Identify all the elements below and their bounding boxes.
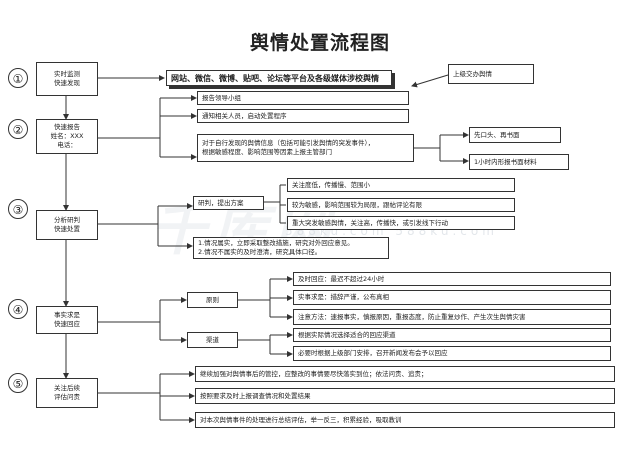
step3-analyze-box: 分析研判快速处置	[36, 210, 98, 240]
channel-press-box: 必要时根据上级部门安排，召开新闻发布会予以回应	[293, 346, 611, 361]
principle-box: 原则	[187, 292, 238, 308]
step5-follow-box: 关注后续评估问责	[36, 378, 98, 408]
superior-box: 上级交办舆情	[448, 64, 534, 84]
channel-choose-box: 根据实际情况选择适合的回应渠道	[293, 328, 611, 342]
level-medium-box: 较为敏感，影响范围较为局限，跟帖评论有限	[287, 198, 515, 212]
followup-control-box: 继续加强对舆情事后的管控，应整改的事情要尽快落实到位；依法问责、追责；	[195, 366, 615, 382]
measures-box: 1.情况属实，立即采取整改措施，研究对外回应意见。2.情况不属实的及时澄清，研究…	[193, 237, 389, 259]
level-low-box: 关注度低，传播慢、范围小	[287, 178, 515, 192]
notify-staff-box: 通知相关人员，启动处置程序	[197, 109, 409, 123]
principle-timely-box: 及时回应：最迟不超过24小时	[293, 272, 611, 286]
level-high-box: 重大突发敏感舆情，关注高，传播快，或引发线下行动	[287, 216, 515, 230]
step-1-marker: ①	[8, 68, 28, 88]
platforms-box: 网站、微信、微博、贴吧、论坛等平台及各级媒体涉校舆情	[166, 70, 392, 86]
report-content-box: 对于自行发现的舆情信息（包括可能引发舆情的突发事件），根据敏感程度、影响范围等因…	[197, 134, 414, 162]
report-leaders-box: 报告领导小组	[197, 91, 409, 105]
step1-monitor-box: 实时监测快速发现	[36, 62, 98, 96]
principle-truth-box: 实事求是：措辞严谨，公布真相	[293, 290, 611, 305]
plan-box: 研判，提出方案	[193, 196, 264, 210]
step4-respond-box: 事实求是快速回应	[36, 306, 98, 334]
written-report-box: 1小时内形报书面材料	[469, 154, 569, 170]
principle-method-box: 注意方法：速报事实，慎报原因，重报态度，防止重复炒作、产生次生舆情灾害	[293, 309, 611, 325]
step-4-marker: ④	[8, 299, 28, 319]
page-title: 舆情处置流程图	[249, 32, 390, 54]
step-3-marker: ③	[8, 199, 28, 219]
phone-first-box: 先口头、再书面	[469, 127, 561, 143]
followup-evaluate-box: 对本次舆情事件的处理进行总结评估，举一反三，积累经验，吸取教训	[195, 412, 615, 428]
followup-report-box: 按照要求及时上报调查情况和处置结果	[195, 388, 615, 404]
step-2-marker: ②	[8, 119, 28, 139]
channel-box: 渠道	[187, 332, 238, 348]
step-5-marker: ⑤	[8, 373, 28, 393]
